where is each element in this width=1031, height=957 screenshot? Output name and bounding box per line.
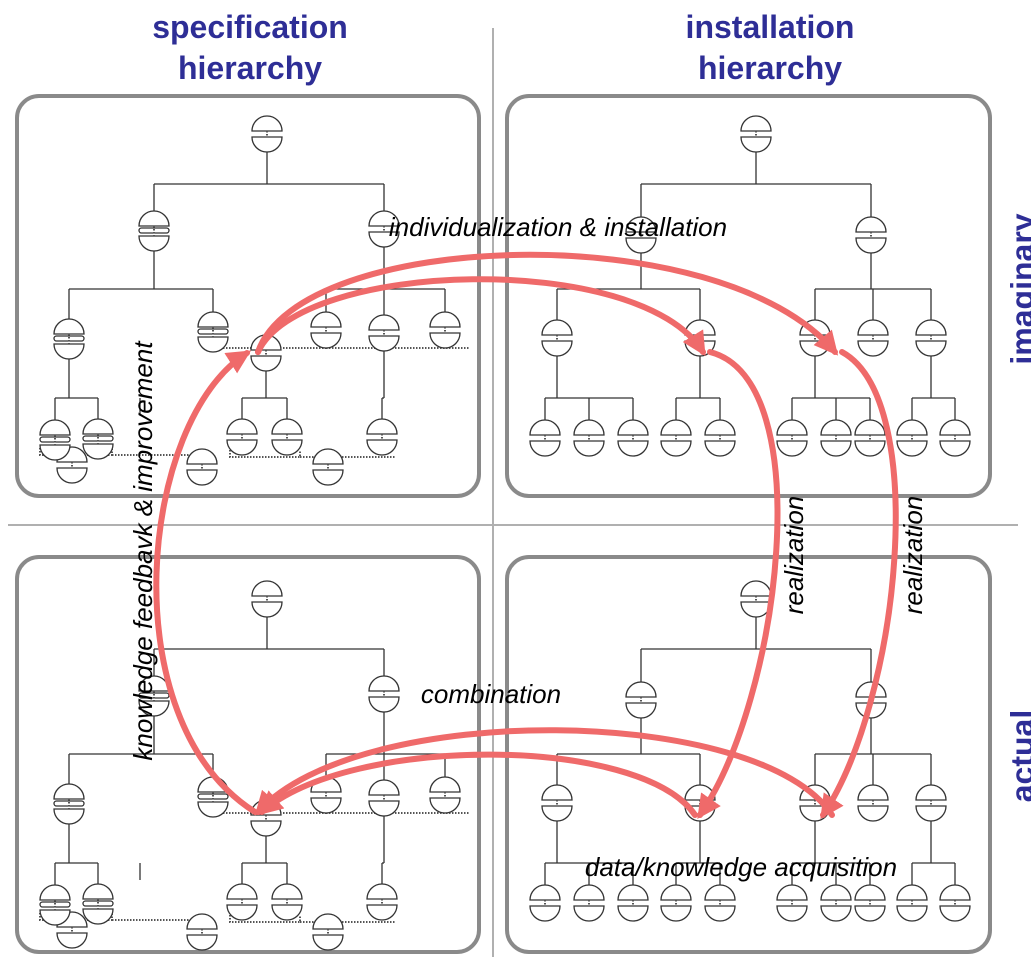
node <box>366 883 398 921</box>
node <box>573 419 605 457</box>
inst-header-line2: hierarchy <box>698 50 842 86</box>
panel-inst-imaginary <box>505 94 992 498</box>
label-realization-1: realization <box>779 496 809 615</box>
node <box>541 319 573 357</box>
spec-node-double <box>39 419 71 461</box>
arrow-knowledge-feedback <box>153 350 258 815</box>
node <box>429 311 461 349</box>
node <box>312 448 344 486</box>
node <box>186 448 218 486</box>
node <box>896 884 928 922</box>
node <box>617 884 649 922</box>
panel-spec-imaginary <box>15 94 481 498</box>
spec-node-double <box>138 675 170 717</box>
node <box>740 580 772 618</box>
node <box>625 681 657 719</box>
spec-node-double <box>53 318 85 360</box>
node <box>368 675 400 713</box>
node <box>226 418 258 456</box>
node <box>820 419 852 457</box>
inst-hierarchy-tree-imaginary <box>529 115 971 457</box>
spec-hierarchy-tree-actual <box>39 580 470 951</box>
node <box>368 210 400 248</box>
node <box>529 884 561 922</box>
node <box>251 115 283 153</box>
node <box>573 884 605 922</box>
node <box>366 418 398 456</box>
arrow-realization-right <box>820 349 899 819</box>
node <box>704 419 736 457</box>
node <box>915 784 947 822</box>
inst-hierarchy-tree-actual <box>529 580 971 922</box>
node <box>625 216 657 254</box>
node <box>660 884 692 922</box>
node <box>251 580 283 618</box>
node <box>939 419 971 457</box>
label-acquisition: data/knowledge acquisition <box>585 852 897 882</box>
node <box>820 884 852 922</box>
node <box>776 884 808 922</box>
spec-node-double <box>39 884 71 926</box>
node <box>854 419 886 457</box>
label-individualization: individualization & installation <box>389 212 727 242</box>
node <box>660 419 692 457</box>
node <box>312 913 344 951</box>
spec-node-double <box>197 311 229 353</box>
spec-node-double <box>53 783 85 825</box>
node <box>854 884 886 922</box>
node <box>617 419 649 457</box>
node <box>310 311 342 349</box>
arrow-acquisition-left <box>258 751 698 818</box>
spec-node-double <box>82 883 114 925</box>
node <box>529 419 561 457</box>
node <box>857 319 889 357</box>
node <box>857 784 889 822</box>
spec-header-line1: specification <box>152 9 348 45</box>
node <box>368 779 400 817</box>
node <box>271 883 303 921</box>
node <box>776 419 808 457</box>
node <box>429 776 461 814</box>
inst-header-line1: installation <box>686 9 855 45</box>
label-knowledge-feedback: knowledge feedbavk & improvement <box>128 340 158 761</box>
label-combination: combination <box>421 679 561 709</box>
node <box>56 911 88 949</box>
actual-label: actual <box>1004 710 1031 802</box>
node <box>704 884 736 922</box>
spec-node-double <box>138 210 170 252</box>
arrow-acquisition-right <box>254 727 835 818</box>
arrow-installation-right <box>255 251 839 356</box>
node <box>368 314 400 352</box>
node <box>271 418 303 456</box>
node <box>855 216 887 254</box>
label-realization-2: realization <box>898 496 928 615</box>
node <box>896 419 928 457</box>
node <box>541 784 573 822</box>
node <box>740 115 772 153</box>
spec-header-line2: hierarchy <box>178 50 322 86</box>
spec-node-double <box>82 418 114 460</box>
spec-hierarchy-tree-imaginary <box>39 115 470 486</box>
arrow-installation-left <box>255 276 706 357</box>
node <box>186 913 218 951</box>
imaginary-label: imaginary <box>1004 213 1031 364</box>
node <box>939 884 971 922</box>
node <box>915 319 947 357</box>
node <box>226 883 258 921</box>
